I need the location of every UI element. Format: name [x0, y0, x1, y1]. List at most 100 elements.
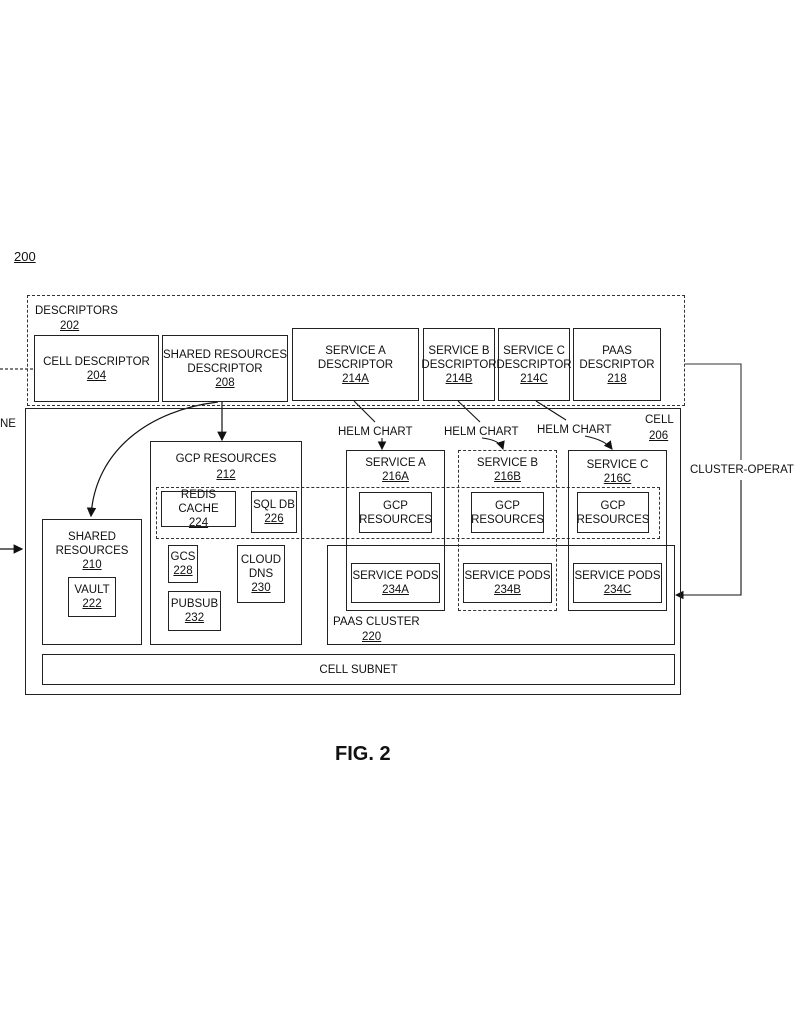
pubsub-number: 232 — [184, 612, 205, 624]
cell-descriptor-title: CELL DESCRIPTOR — [43, 355, 150, 368]
redis-cache-title: REDIS CACHE — [178, 489, 219, 515]
gcp-resources-number: 212 — [216, 469, 236, 481]
service-a-gcp-line1: GCP — [383, 499, 408, 512]
shared-resources-line2: RESOURCES — [55, 545, 129, 557]
pd-line1: PAAS — [602, 344, 632, 357]
helm-line-c2 — [584, 435, 613, 450]
sbd-line2: DESCRIPTOR — [421, 358, 497, 371]
service-a-gcp-resources-box: GCP RESOURCES — [359, 492, 432, 533]
pd-line2: DESCRIPTOR — [579, 358, 655, 371]
service-a-box — [346, 450, 445, 611]
paas-cluster-number: 220 — [362, 631, 382, 643]
scd-line2: DESCRIPTOR — [496, 358, 572, 371]
gcp-resources-title: GCP RESOURCES — [175, 453, 277, 465]
service-pods-a-box: SERVICE PODS 234A — [351, 563, 440, 603]
service-pods-c-number: 234C — [603, 584, 632, 596]
sad-line1: SERVICE A — [325, 344, 386, 357]
pubsub-box: PUBSUB 232 — [168, 591, 221, 631]
shared-resources-line1: SHARED — [68, 531, 116, 543]
srd-line2: DESCRIPTOR — [187, 362, 263, 375]
redis-cache-box: REDIS CACHE 224 — [161, 489, 236, 529]
sad-line2: DESCRIPTOR — [317, 358, 394, 371]
cell-subnet-label: CELL SUBNET — [319, 663, 398, 676]
service-b-gcp-line1: GCP — [495, 499, 520, 512]
scd-line1: SERVICE C — [503, 344, 565, 357]
cloud-dns-number: 230 — [251, 582, 271, 594]
cell-number: 206 — [649, 430, 669, 442]
service-b-box — [458, 450, 557, 611]
service-b-gcp-line2: RESOURCES — [471, 513, 544, 526]
cloud-dns-line2: DNS — [248, 568, 274, 580]
gcs-number: 228 — [173, 565, 193, 577]
vault-title: VAULT — [74, 584, 110, 596]
sbd-line1: SERVICE B — [428, 344, 490, 357]
shared-resources-box — [42, 519, 142, 645]
service-pods-a-number: 234A — [382, 584, 409, 596]
helm-line-b2 — [481, 437, 505, 451]
service-pods-b-number: 234B — [494, 584, 521, 596]
sql-db-title: SQL DB — [253, 499, 295, 511]
left-edge-label: NE — [0, 418, 16, 430]
service-pods-a-title: SERVICE PODS — [352, 570, 439, 582]
paas-to-cluster-operator — [685, 363, 742, 460]
pd-number: 218 — [607, 372, 627, 385]
cluster-operator-to-paas — [674, 480, 742, 600]
gcp-resources-box — [150, 441, 302, 645]
cloud-dns-box: CLOUD DNS 230 — [237, 545, 285, 603]
service-b-title: SERVICE B — [476, 457, 539, 469]
figure-caption: FIG. 2 — [335, 743, 391, 765]
cell-descriptor-box: CELL DESCRIPTOR 204 — [34, 335, 159, 402]
descriptors-container — [27, 295, 685, 406]
service-a-title: SERVICE A — [365, 457, 426, 469]
shared-resources-number: 210 — [82, 559, 102, 571]
service-b-number: 216B — [494, 471, 521, 483]
cell-descriptor-number: 204 — [86, 369, 107, 382]
srd-number: 208 — [215, 376, 235, 389]
service-pods-b-title: SERVICE PODS — [464, 570, 551, 582]
cell-title: CELL — [645, 414, 674, 426]
service-c-gcp-line2: RESOURCES — [576, 513, 650, 526]
redis-cache-number: 224 — [188, 517, 209, 529]
service-pods-b-box: SERVICE PODS 234B — [463, 563, 552, 603]
service-b-gcp-resources-box: GCP RESOURCES — [471, 492, 544, 533]
vault-number: 222 — [82, 598, 102, 610]
gcs-box: GCS 228 — [168, 545, 198, 583]
service-c-gcp-line1: GCP — [600, 499, 626, 512]
service-c-box — [568, 450, 667, 611]
arrow-srd-to-shared — [86, 401, 219, 518]
sbd-number: 214B — [445, 372, 473, 385]
scd-number: 214C — [520, 372, 548, 385]
sql-db-number: 226 — [264, 513, 284, 525]
srd-line1: SHARED RESOURCES — [163, 348, 287, 361]
helm-line-b — [457, 400, 481, 423]
gcs-title: GCS — [170, 551, 196, 563]
shared-resources-descriptor-box: SHARED RESOURCES DESCRIPTOR 208 — [162, 335, 288, 402]
helm-chart-label-c: HELM CHART — [537, 424, 612, 436]
sql-db-box: SQL DB 226 — [251, 491, 297, 533]
paas-descriptor-box: PAAS DESCRIPTOR 218 — [573, 328, 661, 401]
service-b-descriptor-box: SERVICE B DESCRIPTOR 214B — [421, 328, 497, 401]
service-a-descriptor-box: SERVICE A DESCRIPTOR 214A — [292, 328, 419, 401]
service-c-title: SERVICE C — [586, 459, 649, 471]
cell-subnet-box: CELL SUBNET — [42, 654, 675, 685]
cluster-operator-label: CLUSTER-OPERATOI — [690, 464, 794, 476]
service-c-descriptor-box: SERVICE C DESCRIPTOR 214C — [496, 328, 572, 401]
service-a-gcp-line2: RESOURCES — [359, 513, 432, 526]
service-a-number: 216A — [382, 471, 409, 483]
sad-number: 214A — [342, 372, 369, 385]
paas-cluster-box — [327, 545, 675, 645]
service-c-gcp-resources-box: GCP RESOURCES — [577, 492, 649, 533]
pubsub-title: PUBSUB — [170, 598, 219, 610]
service-pods-c-title: SERVICE PODS — [574, 570, 661, 582]
cell-box — [25, 408, 681, 695]
descriptors-title: DESCRIPTORS — [35, 305, 118, 317]
cloud-dns-line1: CLOUD — [240, 554, 282, 566]
descriptors-number: 202 — [60, 320, 80, 332]
helm-chart-label-b: HELM CHART — [444, 426, 519, 438]
figure-ref-number: 200 — [14, 249, 36, 264]
service-pods-c-box: SERVICE PODS 234C — [573, 563, 662, 603]
helm-line-a — [353, 400, 376, 423]
service-c-number: 216C — [603, 473, 632, 485]
vault-box: VAULT 222 — [68, 577, 116, 617]
